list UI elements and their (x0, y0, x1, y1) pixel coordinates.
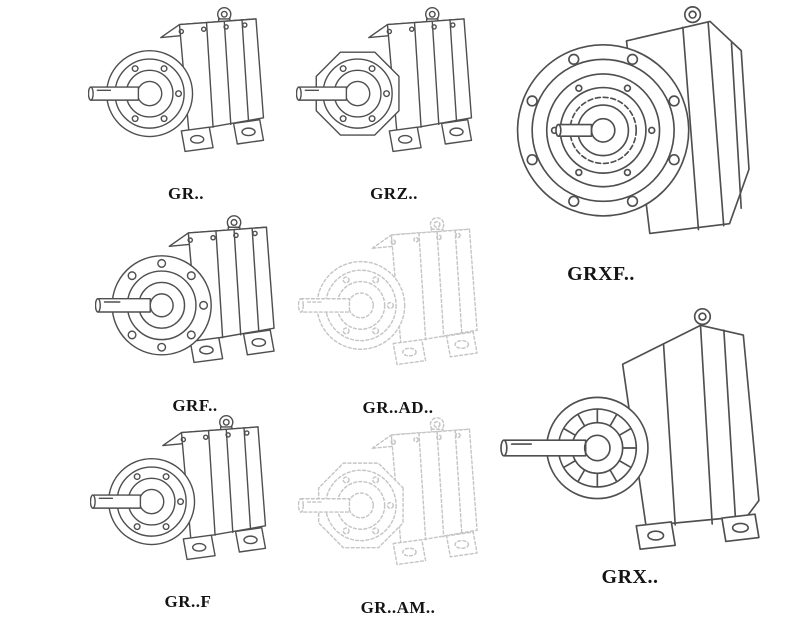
figure-gr-ad: GR..AD.. (298, 214, 498, 418)
figure-label-grz: GRZ.. (370, 184, 418, 204)
figure-grxf: GRXF.. (502, 2, 784, 286)
figure-gr: GR.. (88, 4, 284, 204)
gearbox-drawing-grx (500, 302, 792, 560)
gearbox-drawing-gr-f (90, 412, 286, 589)
gearbox-drawing-grxf (502, 2, 784, 255)
figure-grx: GRX.. (500, 302, 792, 589)
figure-gr-f: GR..F (90, 412, 286, 612)
gearbox-drawing-gr-am (298, 414, 498, 595)
gearbox-drawing-grz (296, 4, 492, 181)
figure-label-gr-f: GR..F (164, 592, 212, 612)
figure-label-gr-am: GR..AM.. (360, 597, 436, 617)
figure-grz: GRZ.. (296, 4, 492, 204)
figure-gr-am: GR..AM.. (298, 414, 498, 618)
figure-label-grf: GRF.. (172, 395, 218, 415)
gearbox-drawing-gr (88, 4, 284, 181)
figure-grf: GRF.. (95, 212, 295, 416)
gearbox-drawing-grf (95, 212, 295, 393)
figure-label-grx: GRX.. (601, 565, 659, 588)
figure-label-gr-ad: GR..AD.. (362, 397, 434, 417)
figure-label-gr: GR.. (168, 184, 204, 204)
gearbox-drawing-gr-ad (298, 214, 498, 395)
figure-label-grxf: GRXF.. (567, 262, 635, 285)
